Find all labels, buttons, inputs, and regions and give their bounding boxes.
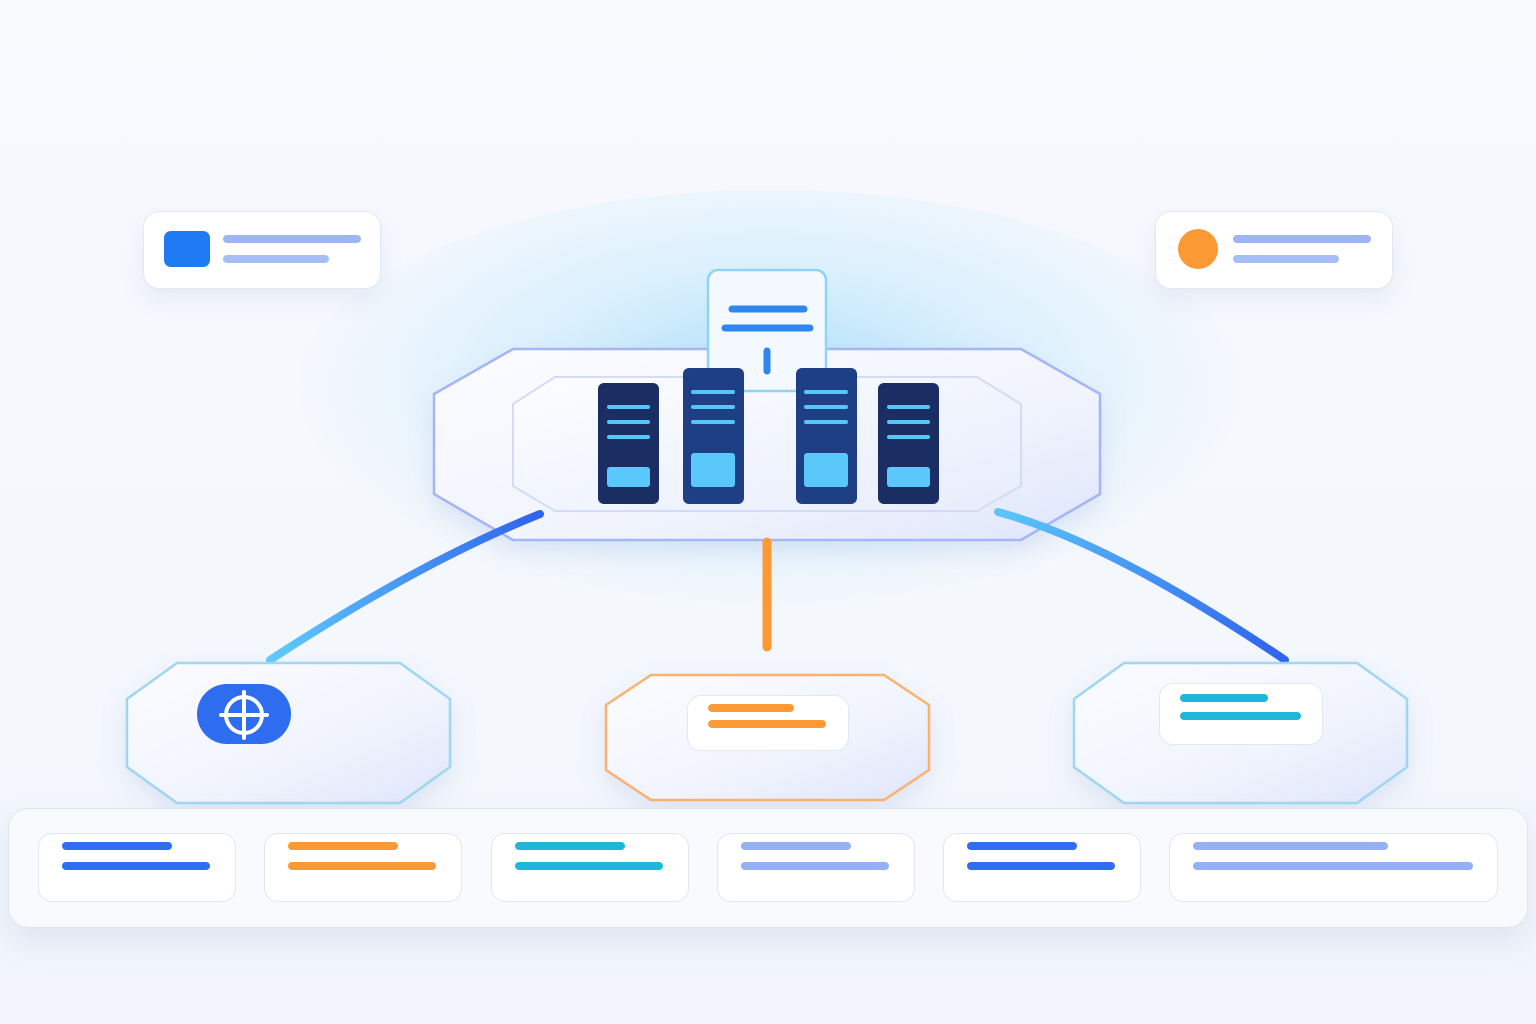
placeholder-line	[62, 862, 210, 870]
placeholder-line	[741, 842, 851, 850]
placeholder-line	[223, 235, 361, 243]
left-node-badge	[197, 684, 291, 744]
placeholder-line	[967, 862, 1115, 870]
blue-square-icon	[164, 231, 210, 267]
placeholder-line	[1180, 712, 1301, 720]
orange-circle-icon	[1178, 229, 1218, 269]
placeholder-line	[708, 704, 794, 712]
hub-inner-octagon	[512, 376, 1022, 512]
left-connector	[266, 510, 544, 664]
placeholder-line	[741, 862, 889, 870]
server-unit	[683, 368, 744, 504]
placeholder-line	[1233, 235, 1371, 243]
placeholder-line	[1193, 862, 1473, 870]
placeholder-line	[967, 842, 1077, 850]
placeholder-line	[223, 255, 329, 263]
server-rack-icon	[598, 368, 939, 504]
server-unit	[796, 368, 857, 504]
placeholder-line	[515, 842, 625, 850]
placeholder-line	[708, 720, 826, 728]
placeholder-line	[288, 862, 436, 870]
document-icon	[706, 268, 828, 393]
placeholder-line	[515, 862, 663, 870]
server-unit	[878, 383, 939, 504]
right-connector	[994, 508, 1289, 664]
placeholder-line	[1193, 842, 1388, 850]
left-node-octagon	[125, 661, 452, 805]
placeholder-line	[1180, 694, 1268, 702]
server-unit	[598, 383, 659, 504]
placeholder-line	[288, 842, 398, 850]
placeholder-line	[62, 842, 172, 850]
placeholder-line	[1233, 255, 1339, 263]
